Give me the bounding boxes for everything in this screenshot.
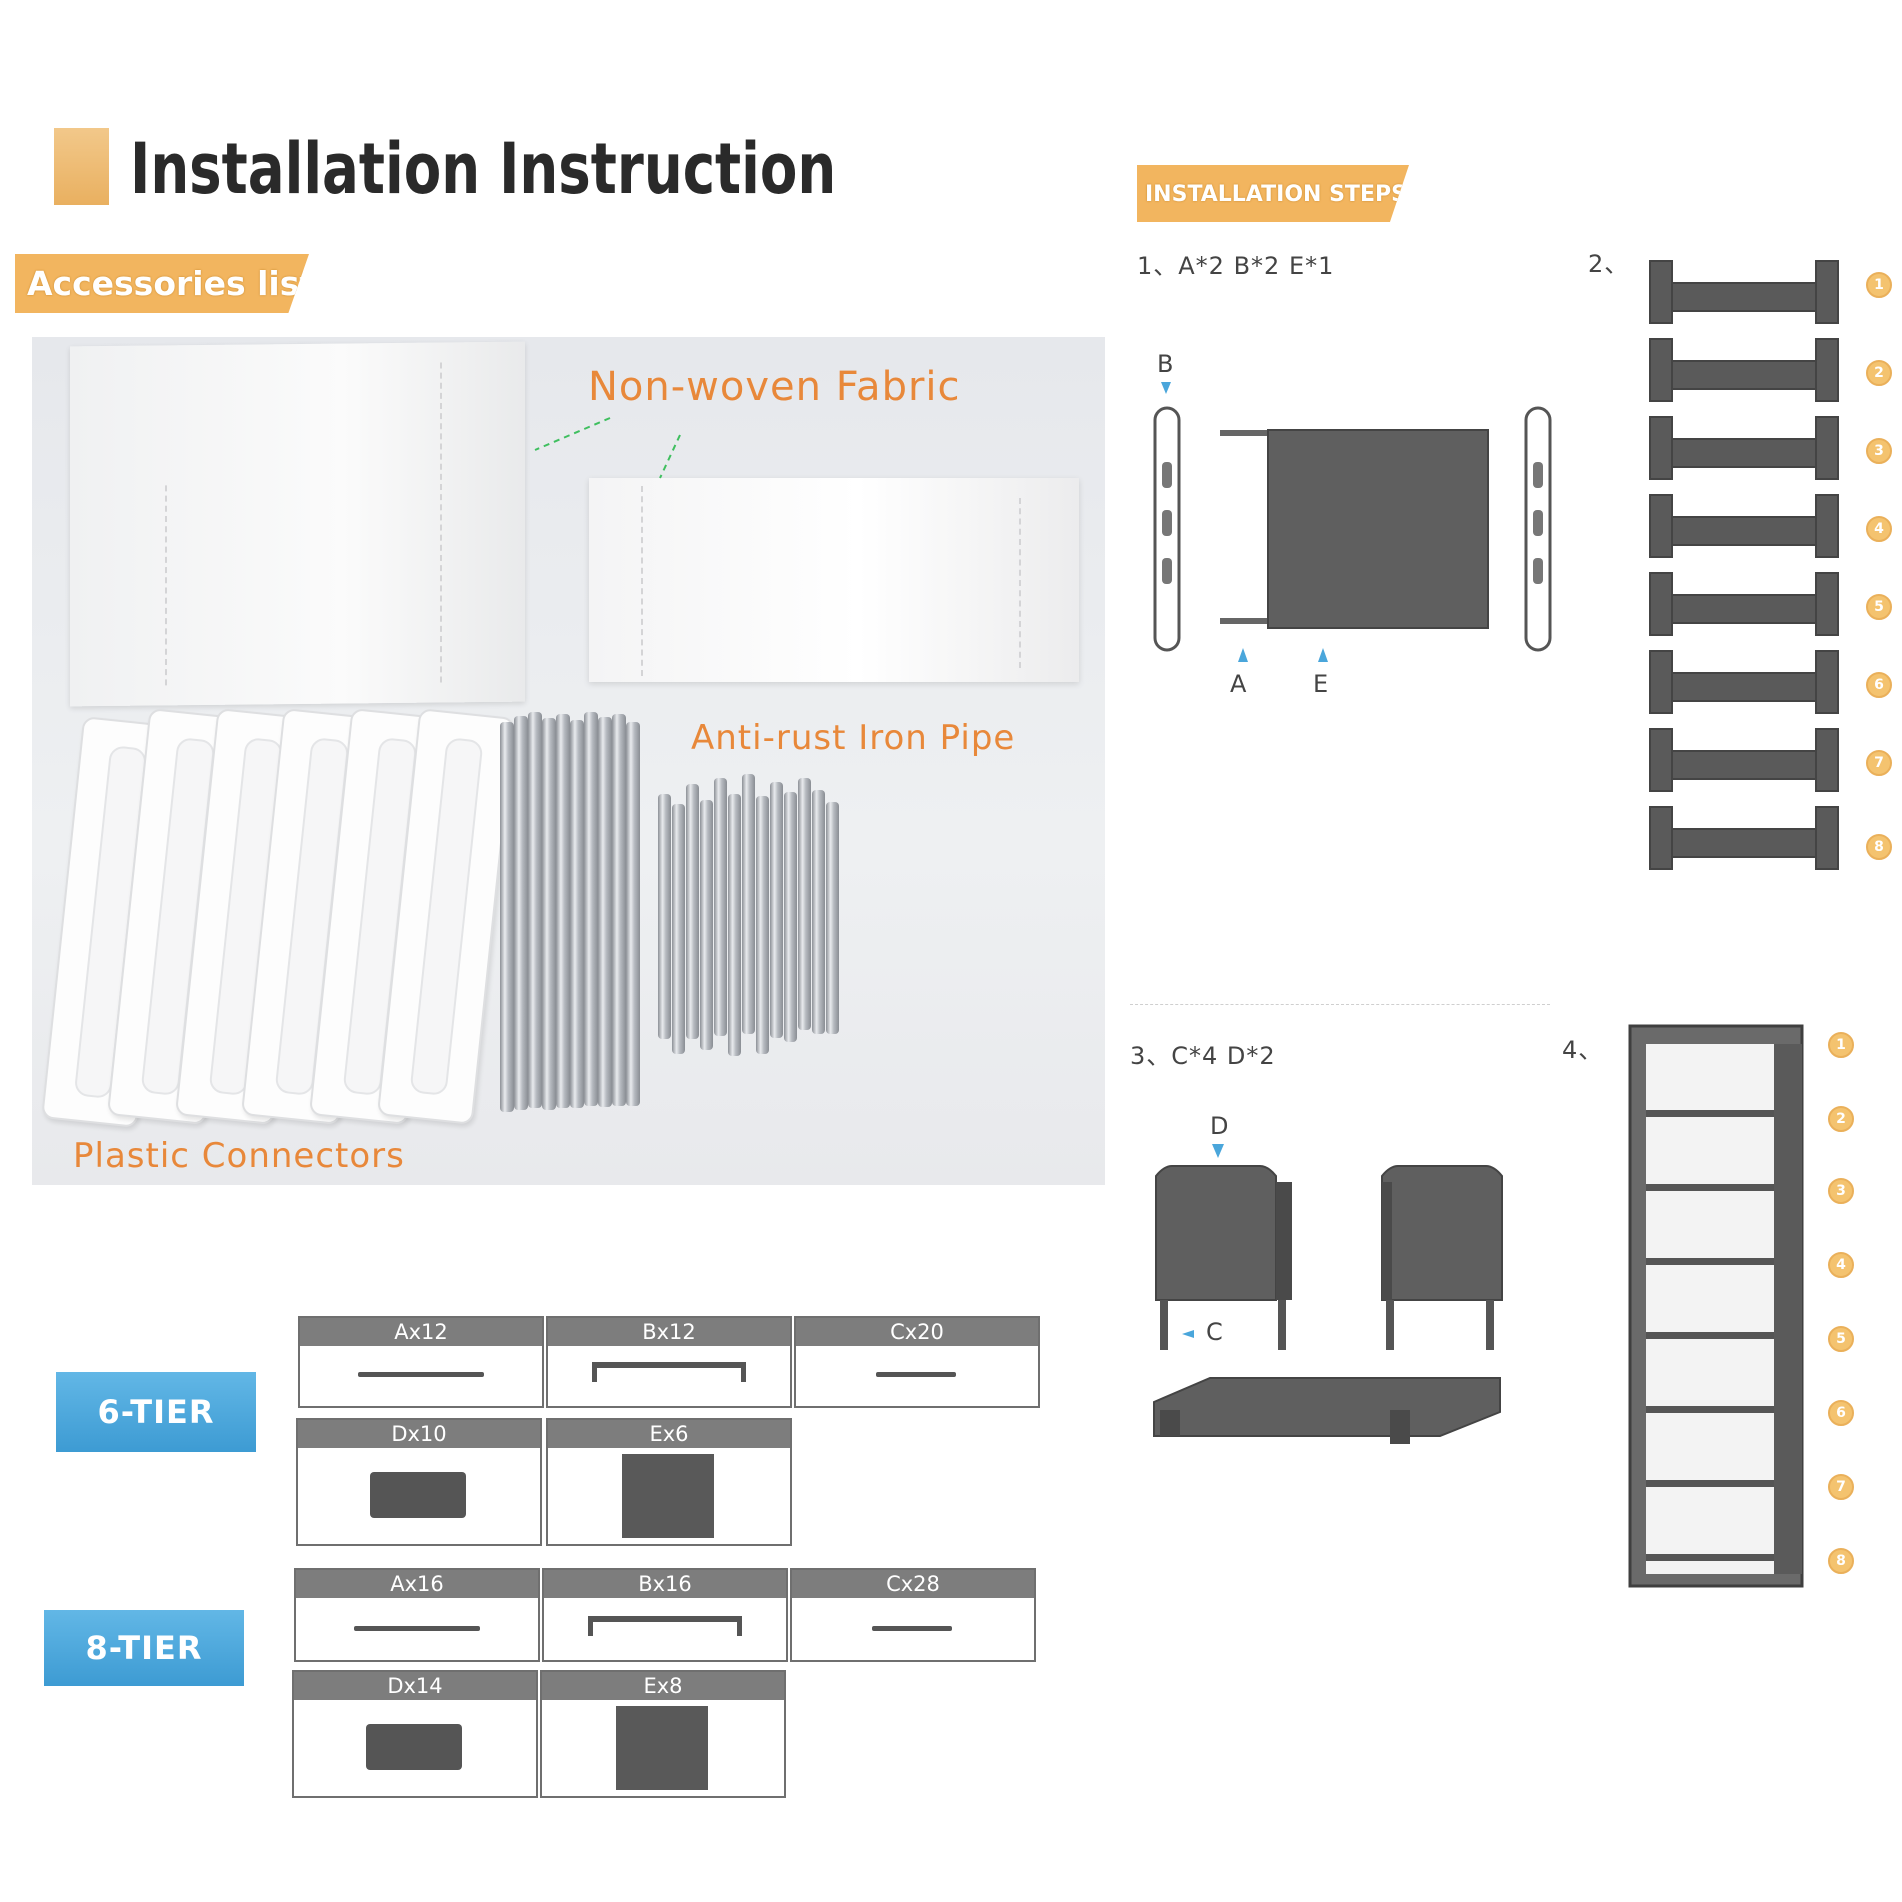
- step4-number-5: 5: [1828, 1326, 1854, 1352]
- step4-number-8: 8: [1828, 1548, 1854, 1574]
- part-cell-d: Dx10: [296, 1418, 542, 1546]
- part-cell-d: Dx14: [292, 1670, 538, 1798]
- step2-number-1: 1: [1866, 272, 1892, 298]
- iron-pipes-short: [658, 774, 878, 1074]
- part-cell-c: Cx20: [794, 1316, 1040, 1408]
- part-cell-b: Bx12: [546, 1316, 792, 1408]
- step4-assembled-rack-diagram: [1628, 1024, 1804, 1588]
- fabric-pointer-lines: [534, 417, 681, 479]
- part-cell-c: Cx28: [790, 1568, 1036, 1662]
- step3-text: 3、C*4 D*2: [1130, 1042, 1276, 1070]
- step1-label-a: A: [1230, 670, 1247, 698]
- part-label-d: Dx10: [298, 1420, 540, 1448]
- step4-number-6: 6: [1828, 1400, 1854, 1426]
- accessories-list-tag: Accessories list: [15, 254, 309, 313]
- eight-tier-tag: 8-TIER: [44, 1610, 244, 1686]
- step2-number-5: 5: [1866, 594, 1892, 620]
- step1-text: 1、A*2 B*2 E*1: [1137, 252, 1335, 280]
- part-label-e: Ex8: [542, 1672, 784, 1700]
- step4-number-2: 2: [1828, 1106, 1854, 1132]
- six-tier-tag: 6-TIER: [56, 1372, 256, 1452]
- part-cell-e: Ex6: [546, 1418, 792, 1546]
- step2-number-6: 6: [1866, 672, 1892, 698]
- part-label-b: Bx12: [548, 1318, 790, 1346]
- part-label-b: Bx16: [544, 1570, 786, 1598]
- part-cell-b: Bx16: [542, 1568, 788, 1662]
- fabric-sheet-small: [589, 478, 1079, 682]
- step4-number-4: 4: [1828, 1252, 1854, 1278]
- step1-label-e: E: [1313, 670, 1329, 698]
- step2-number-8: 8: [1866, 834, 1892, 860]
- step2-number-2: 2: [1866, 360, 1892, 386]
- step3-label-c: C: [1206, 1318, 1223, 1346]
- part-cell-e: Ex8: [540, 1670, 786, 1798]
- step1-label-b: B: [1157, 350, 1174, 378]
- connectors-label: Plastic Connectors: [73, 1136, 405, 1176]
- step2-number-4: 4: [1866, 516, 1892, 542]
- pipe-label: Anti-rust Iron Pipe: [691, 718, 1016, 758]
- step2-number-7: 7: [1866, 750, 1892, 776]
- step4-number-1: 1: [1828, 1032, 1854, 1058]
- part-label-c: Cx20: [796, 1318, 1038, 1346]
- part-label-e: Ex6: [548, 1420, 790, 1448]
- step4-text: 4、: [1562, 1036, 1604, 1064]
- step2-shelves-diagram: [1649, 260, 1839, 870]
- step2-number-3: 3: [1866, 438, 1892, 464]
- page-title: Installation Instruction: [130, 128, 837, 210]
- part-label-a: Ax12: [300, 1318, 542, 1346]
- title-accent-bar: [54, 128, 109, 205]
- step4-number-3: 3: [1828, 1178, 1854, 1204]
- part-label-c: Cx28: [792, 1570, 1034, 1598]
- part-cell-a: Ax12: [298, 1316, 544, 1408]
- step1-diagram: [1153, 382, 1552, 662]
- fabric-sheet-large: [70, 341, 525, 707]
- step3-diagram: [1153, 1144, 1503, 1444]
- step4-number-7: 7: [1828, 1474, 1854, 1500]
- iron-pipes-long: [500, 712, 650, 1112]
- installation-steps-tag: INSTALLATION STEPS: [1137, 165, 1409, 222]
- part-cell-a: Ax16: [294, 1568, 540, 1662]
- step3-label-d: D: [1210, 1112, 1229, 1140]
- part-label-d: Dx14: [294, 1672, 536, 1700]
- part-label-a: Ax16: [296, 1570, 538, 1598]
- fabric-label: Non-woven Fabric: [588, 364, 961, 410]
- step-divider: [1130, 1004, 1550, 1005]
- step2-text: 2、: [1588, 250, 1630, 278]
